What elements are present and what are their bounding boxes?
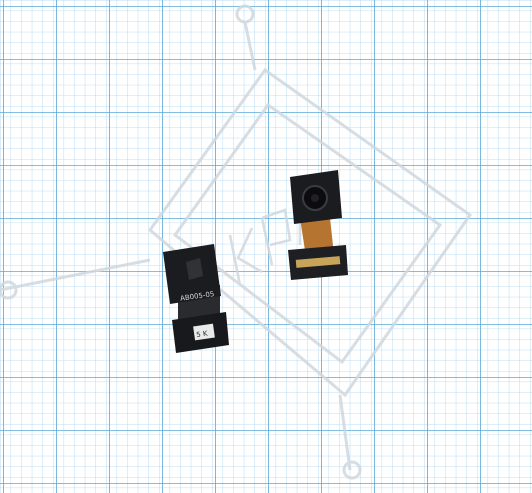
right-module-connector-pins [295,256,341,268]
left-module-label [193,323,215,341]
watermark-logo [0,4,473,480]
left-module-silk-text-2: 5 K [196,330,209,340]
right-module-lens-center [311,194,319,202]
left-camera-module: AB005-05 5 K [163,244,229,353]
right-camera-module [288,170,348,280]
left-module-lens-mark [186,258,203,280]
